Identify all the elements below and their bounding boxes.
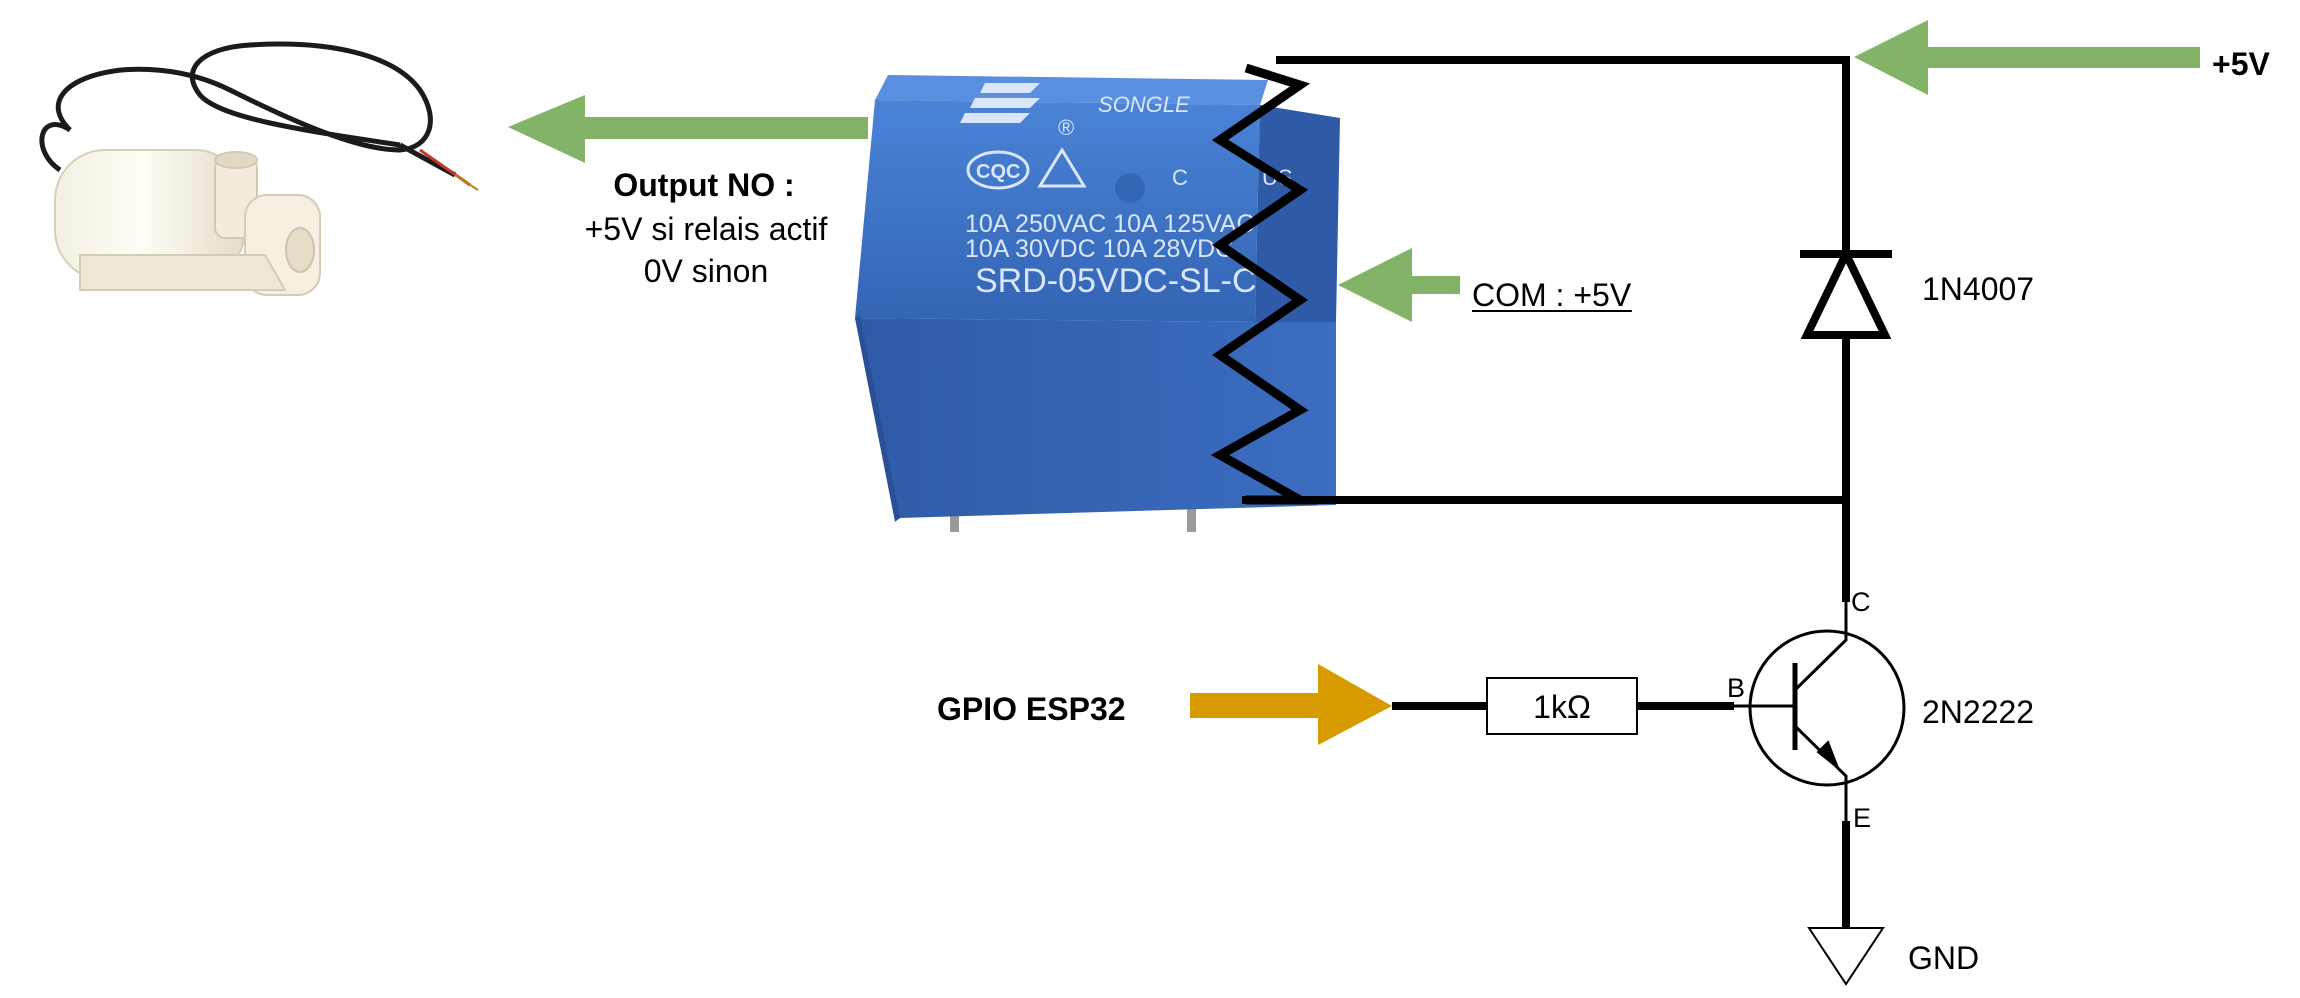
npn-transistor-icon: [1730, 598, 1906, 825]
diode-icon: [1800, 180, 1892, 368]
resistor-icon: [1486, 677, 1638, 735]
ground-icon: [1807, 927, 1885, 986]
relay-model: SRD-05VDC-SL-C: [975, 262, 1257, 300]
relay-spec-line1: 10A 250VAC 10A 125VAC: [965, 210, 1255, 238]
output-line-inactive: 0V sinon: [644, 253, 769, 289]
relay-module-icon: SONGLE ® CQC C US 10A 250VAC 10A 125VAC …: [855, 75, 1340, 532]
supply-arrow: [1854, 20, 2200, 95]
output-title: Output NO :: [613, 167, 794, 203]
transistor-label: 2N2222: [1922, 694, 2034, 730]
water-pump-icon: [39, 41, 479, 296]
gpio-arrow: [1190, 664, 1392, 745]
relay-brand: SONGLE: [1098, 92, 1190, 117]
emitter-pin-label: E: [1853, 803, 1871, 833]
resistor-label: 1kΩ: [1533, 689, 1591, 725]
com-arrow: [1338, 248, 1460, 322]
output-arrow: [508, 95, 868, 163]
collector-pin-label: C: [1851, 587, 1871, 617]
supply-label: +5V: [2212, 46, 2270, 82]
com-label: COM : +5V: [1472, 277, 1632, 313]
relay-c-mark: C: [1172, 165, 1188, 190]
circuit-wires: [1242, 56, 1850, 929]
diode-label: 1N4007: [1922, 271, 2034, 307]
relay-cqc: CQC: [976, 161, 1020, 183]
relay-markings: SONGLE ® CQC C US 10A 250VAC 10A 125VAC …: [960, 83, 1293, 300]
ground-label: GND: [1908, 940, 1979, 976]
output-line-active: +5V si relais actif: [585, 211, 828, 247]
relay-spec-line2: 10A 30VDC 10A 28VDC: [965, 235, 1233, 263]
coil-zigzag-icon: [1210, 63, 1318, 505]
gpio-label: GPIO ESP32: [937, 691, 1126, 727]
base-pin-label: B: [1727, 673, 1745, 703]
relay-registered: ®: [1058, 115, 1074, 140]
